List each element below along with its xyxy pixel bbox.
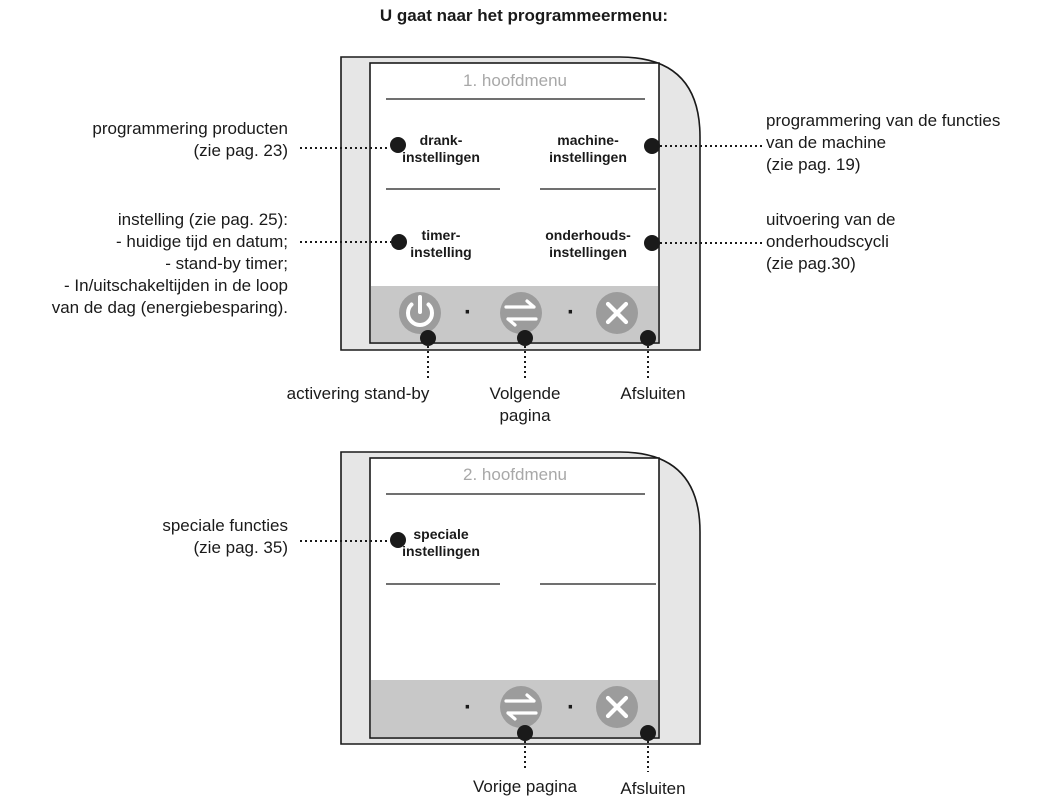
dot-exit2 bbox=[640, 725, 656, 741]
speciale-instellingen-button[interactable]: speciale instellingen bbox=[402, 526, 480, 559]
annotation-special: speciale functies (zie pag. 35) bbox=[162, 516, 288, 557]
screen-1-title: 1. hoofdmenu bbox=[463, 71, 567, 90]
swap-arrows-icon[interactable] bbox=[500, 686, 542, 728]
page-title: U gaat naar het programmeermenu: bbox=[379, 6, 669, 25]
dot-exit1 bbox=[640, 330, 656, 346]
toolbar-separator: · bbox=[464, 694, 472, 721]
timer-instelling-button[interactable]: timer- instelling bbox=[410, 227, 472, 260]
dot-timer bbox=[391, 234, 407, 250]
annotation-standby: activering stand-by bbox=[286, 384, 430, 403]
swap-arrows-icon[interactable] bbox=[500, 292, 542, 334]
annotation-exit-2: Afsluiten bbox=[620, 779, 686, 798]
onderhouds-instellingen-button[interactable]: onderhouds- instellingen bbox=[545, 227, 631, 260]
dot-drank bbox=[390, 137, 406, 153]
annotation-exit-1: Afsluiten bbox=[620, 384, 686, 403]
machine-instellingen-button[interactable]: machine- instellingen bbox=[549, 132, 627, 165]
toolbar-separator: · bbox=[567, 694, 575, 721]
dot-standby bbox=[420, 330, 436, 346]
annotation-next-page: Volgende pagina bbox=[489, 384, 561, 425]
power-icon[interactable] bbox=[399, 292, 441, 334]
drank-instellingen-button[interactable]: drank- instellingen bbox=[402, 132, 480, 165]
screen-2-title: 2. hoofdmenu bbox=[463, 465, 567, 484]
device-1: · · bbox=[300, 56, 762, 378]
dot-maintenance bbox=[644, 235, 660, 251]
toolbar-separator: · bbox=[567, 299, 575, 326]
dot-machine bbox=[644, 138, 660, 154]
toolbar-separator: · bbox=[464, 299, 472, 326]
annotation-prev-page: Vorige pagina bbox=[473, 777, 577, 796]
annotation-dranks: programmering producten (zie pag. 23) bbox=[92, 119, 288, 160]
annotation-timer: instelling (zie pag. 25): - huidige tijd… bbox=[51, 210, 288, 317]
annotation-maintenance: uitvoering van de onderhoudscycli (zie p… bbox=[766, 210, 896, 273]
dot-special bbox=[390, 532, 406, 548]
device-2: · · bbox=[300, 451, 701, 772]
close-icon[interactable] bbox=[596, 686, 638, 728]
close-icon[interactable] bbox=[596, 292, 638, 334]
dot-prev bbox=[517, 725, 533, 741]
dot-next bbox=[517, 330, 533, 346]
annotation-machine: programmering van de functies van de mac… bbox=[766, 111, 1001, 174]
